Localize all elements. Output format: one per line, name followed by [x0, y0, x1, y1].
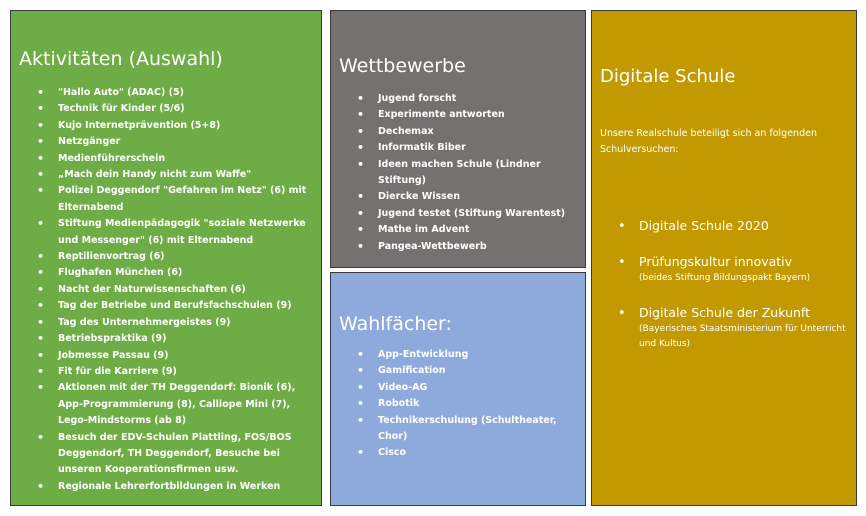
- schulversuch-label: Digitale Schule der Zukunft: [639, 305, 810, 320]
- aktivitaeten-panel: Aktivitäten (Auswahl) "Hallo Auto" (ADAC…: [10, 10, 322, 506]
- list-item: Technik für Kinder (5/6): [37, 101, 309, 118]
- list-item: Stiftung Medienpädagogik "soziale Netzwe…: [37, 216, 309, 249]
- list-item: Robotik: [357, 396, 585, 413]
- list-item: Dechemax: [357, 124, 585, 141]
- list-item: Polizei Deggendorf "Gefahren im Netz" (6…: [37, 183, 309, 216]
- list-item: Medienführerschein: [37, 151, 309, 168]
- list-item: Jugend testet (Stiftung Warentest): [357, 206, 585, 223]
- list-item: Aktionen mit der TH Deggendorf: Bionik (…: [37, 380, 309, 429]
- schulversuch-label: Digitale Schule 2020: [639, 218, 769, 233]
- list-item: Tag des Unternehmergeistes (9): [37, 315, 309, 332]
- wahlfaecher-list: App-Entwicklung Gamification Video-AG Ro…: [357, 347, 585, 462]
- aktivitaeten-list: "Hallo Auto" (ADAC) (5) Technik für Kind…: [37, 85, 309, 496]
- list-item: Ideen machen Schule (Lindner Stiftung): [357, 157, 585, 190]
- list-item: Digitale Schule 2020: [618, 217, 854, 235]
- list-item: Regionale Lehrerfortbildungen in Werken: [37, 479, 309, 496]
- schulversuch-sponsor: (beides Stiftung Bildungspakt Bayern): [639, 273, 811, 283]
- wahlfaecher-panel: Wahlfächer: App-Entwicklung Gamification…: [330, 272, 586, 506]
- digitale-schule-panel: Digitale Schule Unsere Realschule beteil…: [591, 10, 857, 506]
- list-item: Video-AG: [357, 380, 585, 397]
- list-item: Jugend forscht: [357, 91, 585, 108]
- schulversuch-label: Prüfungskultur innovativ: [639, 254, 793, 269]
- list-item: Betriebspraktika (9): [37, 331, 309, 348]
- wettbewerbe-title: Wettbewerbe: [339, 55, 466, 77]
- list-item: Prüfungskultur innovativ (beides Stiftun…: [618, 253, 854, 286]
- schulversuche-list: Digitale Schule 2020 Prüfungskultur inno…: [618, 217, 854, 370]
- list-item: App-Entwicklung: [357, 347, 585, 364]
- wettbewerbe-list: Jugend forscht Experimente antworten Dec…: [357, 91, 585, 255]
- list-item: Kujo Internetprävention (5+8): [37, 118, 309, 135]
- list-item: Diercke Wissen: [357, 189, 585, 206]
- list-item: Fit für die Karriere (9): [37, 364, 309, 381]
- list-item: Informatik Biber: [357, 140, 585, 157]
- list-item: Digitale Schule der Zukunft (Bayerisches…: [618, 304, 854, 352]
- list-item: Besuch der EDV-Schulen Plattling, FOS/BO…: [37, 430, 309, 479]
- list-item: Pangea-Wettbewerb: [357, 239, 585, 256]
- list-item: Mathe im Advent: [357, 222, 585, 239]
- list-item: Flughafen München (6): [37, 265, 309, 282]
- digitale-schule-title: Digitale Schule: [600, 66, 736, 87]
- list-item: "Hallo Auto" (ADAC) (5): [37, 85, 309, 102]
- list-item: Nacht der Naturwissenschaften (6): [37, 282, 309, 299]
- aktivitaeten-title: Aktivitäten (Auswahl): [19, 48, 223, 70]
- list-item: Tag der Betriebe und Berufsfachschulen (…: [37, 298, 309, 315]
- list-item: Gamification: [357, 363, 585, 380]
- list-item: Reptilienvortrag (6): [37, 249, 309, 266]
- list-item: Technikerschulung (Schultheater, Chor): [357, 413, 585, 446]
- list-item: „Mach dein Handy nicht zum Waffe": [37, 167, 309, 184]
- digitale-schule-intro: Unsere Realschule beteiligt sich an folg…: [600, 128, 817, 155]
- list-item: Experimente antworten: [357, 107, 585, 124]
- wettbewerbe-panel: Wettbewerbe Jugend forscht Experimente a…: [330, 10, 586, 268]
- list-item: Cisco: [357, 445, 585, 462]
- list-item: Netzgänger: [37, 134, 309, 151]
- wahlfaecher-title: Wahlfächer:: [339, 313, 452, 335]
- list-item: Jobmesse Passau (9): [37, 348, 309, 365]
- schulversuch-sponsor: (Bayerisches Staatsministerium für Unter…: [639, 324, 846, 349]
